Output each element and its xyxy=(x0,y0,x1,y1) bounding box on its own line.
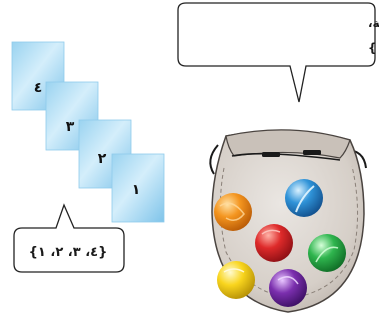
numbers-bubble: {٤، ٣، ٢، ١} xyxy=(13,203,125,273)
card-3-label: ٣ xyxy=(66,119,75,135)
green-marble xyxy=(308,234,346,272)
colors-bubble: {حمراء، زرقاء، برتقالية، بنفسجية، خضراء،… xyxy=(177,2,379,103)
card-1: ١ xyxy=(111,153,165,223)
card-1-label: ١ xyxy=(132,182,141,198)
purple-marble xyxy=(269,269,307,307)
card-4-label: ٤ xyxy=(34,80,43,96)
colors-set-line1: {حمراء، زرقاء، برتقالية، xyxy=(368,16,379,30)
blue-marble xyxy=(285,179,323,217)
marbles xyxy=(214,179,346,307)
card-2-label: ٢ xyxy=(98,151,107,167)
card-4: ٤ xyxy=(11,41,65,111)
red-marble xyxy=(255,224,293,262)
colors-set-line2: بنفسجية، خضراء، صفراء } xyxy=(368,41,379,55)
yellow-marble xyxy=(217,261,255,299)
numbers-set-text: {٤، ٣، ٢، ١} xyxy=(29,245,108,260)
orange-marble xyxy=(214,193,252,231)
card-3: ٣ xyxy=(45,81,99,151)
number-cards: ٤ ٣ ٢ ١ xyxy=(11,41,165,223)
